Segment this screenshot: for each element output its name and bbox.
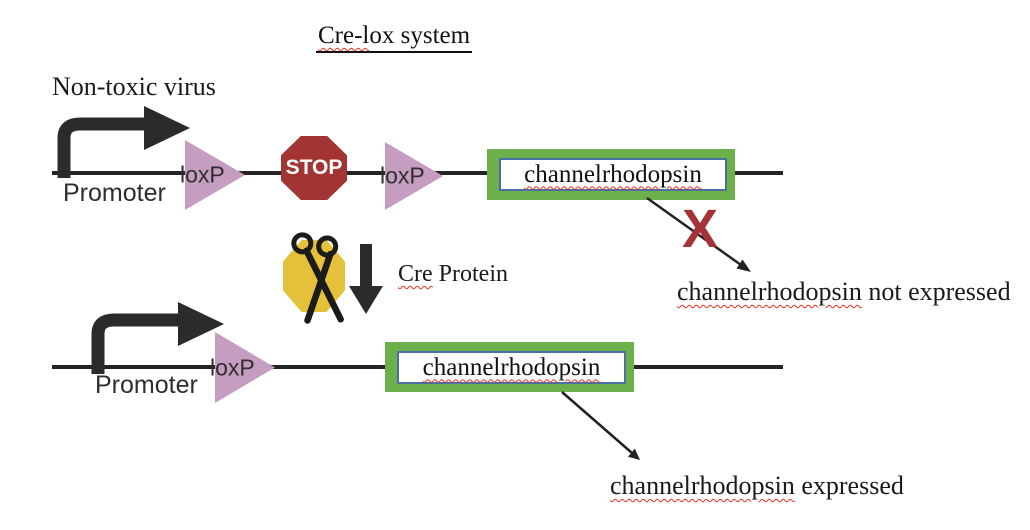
loxp-label: loxP xyxy=(210,354,255,380)
not-expressed-flagged: channelrhodopsin xyxy=(677,277,862,306)
loxp-site-3: loxP xyxy=(210,332,275,403)
scissors-icon xyxy=(291,232,344,324)
not-expressed-arrow-icon xyxy=(646,196,751,272)
expressed-flagged: channelrhodopsin xyxy=(610,471,795,500)
diagram-title: Cre-lox system xyxy=(316,22,473,53)
cre-flagged: Cre xyxy=(398,261,433,287)
not-expressed-rest: not expressed xyxy=(861,277,1011,306)
down-arrow-icon xyxy=(349,244,383,314)
non-toxic-virus-label: Non-toxic virus xyxy=(52,72,216,101)
loxp-site-1: loxP xyxy=(180,140,245,210)
expressed-rest: expressed xyxy=(794,471,904,500)
cre-protein-label: Cre Protein xyxy=(398,261,508,288)
blocked-x-icon: X xyxy=(682,199,719,259)
loxp-site-2: loxP xyxy=(380,142,443,210)
stop-label: STOP xyxy=(285,156,343,179)
promoter-arrow-icon xyxy=(57,106,190,178)
gene-box-bottom: channelrhodopsin xyxy=(385,342,634,392)
title-rest-text: ox system xyxy=(369,22,471,49)
gene-box-inner: channelrhodopsin xyxy=(499,158,727,191)
gene-label: channelrhodopsin xyxy=(524,160,702,188)
loxp-label: loxP xyxy=(380,162,425,189)
promoter-label-bottom: Promoter xyxy=(95,371,198,399)
gene-box-top: channelrhodopsin xyxy=(487,149,735,200)
stop-cassette: STOP xyxy=(281,136,347,200)
gene-label: channelrhodopsin xyxy=(422,353,601,381)
promoter-label-top: Promoter xyxy=(63,179,166,207)
gene-box-inner: channelrhodopsin xyxy=(397,351,626,384)
title-flagged-text: Cre-l xyxy=(318,22,370,49)
loxp-label: loxP xyxy=(180,161,225,188)
expressed-arrow-icon xyxy=(561,391,640,460)
not-expressed-label: channelrhodopsin not expressed xyxy=(677,277,1011,307)
cre-rest: Protein xyxy=(432,261,508,287)
expressed-label: channelrhodopsin expressed xyxy=(610,471,904,501)
promoter-arrow-icon xyxy=(91,302,224,374)
